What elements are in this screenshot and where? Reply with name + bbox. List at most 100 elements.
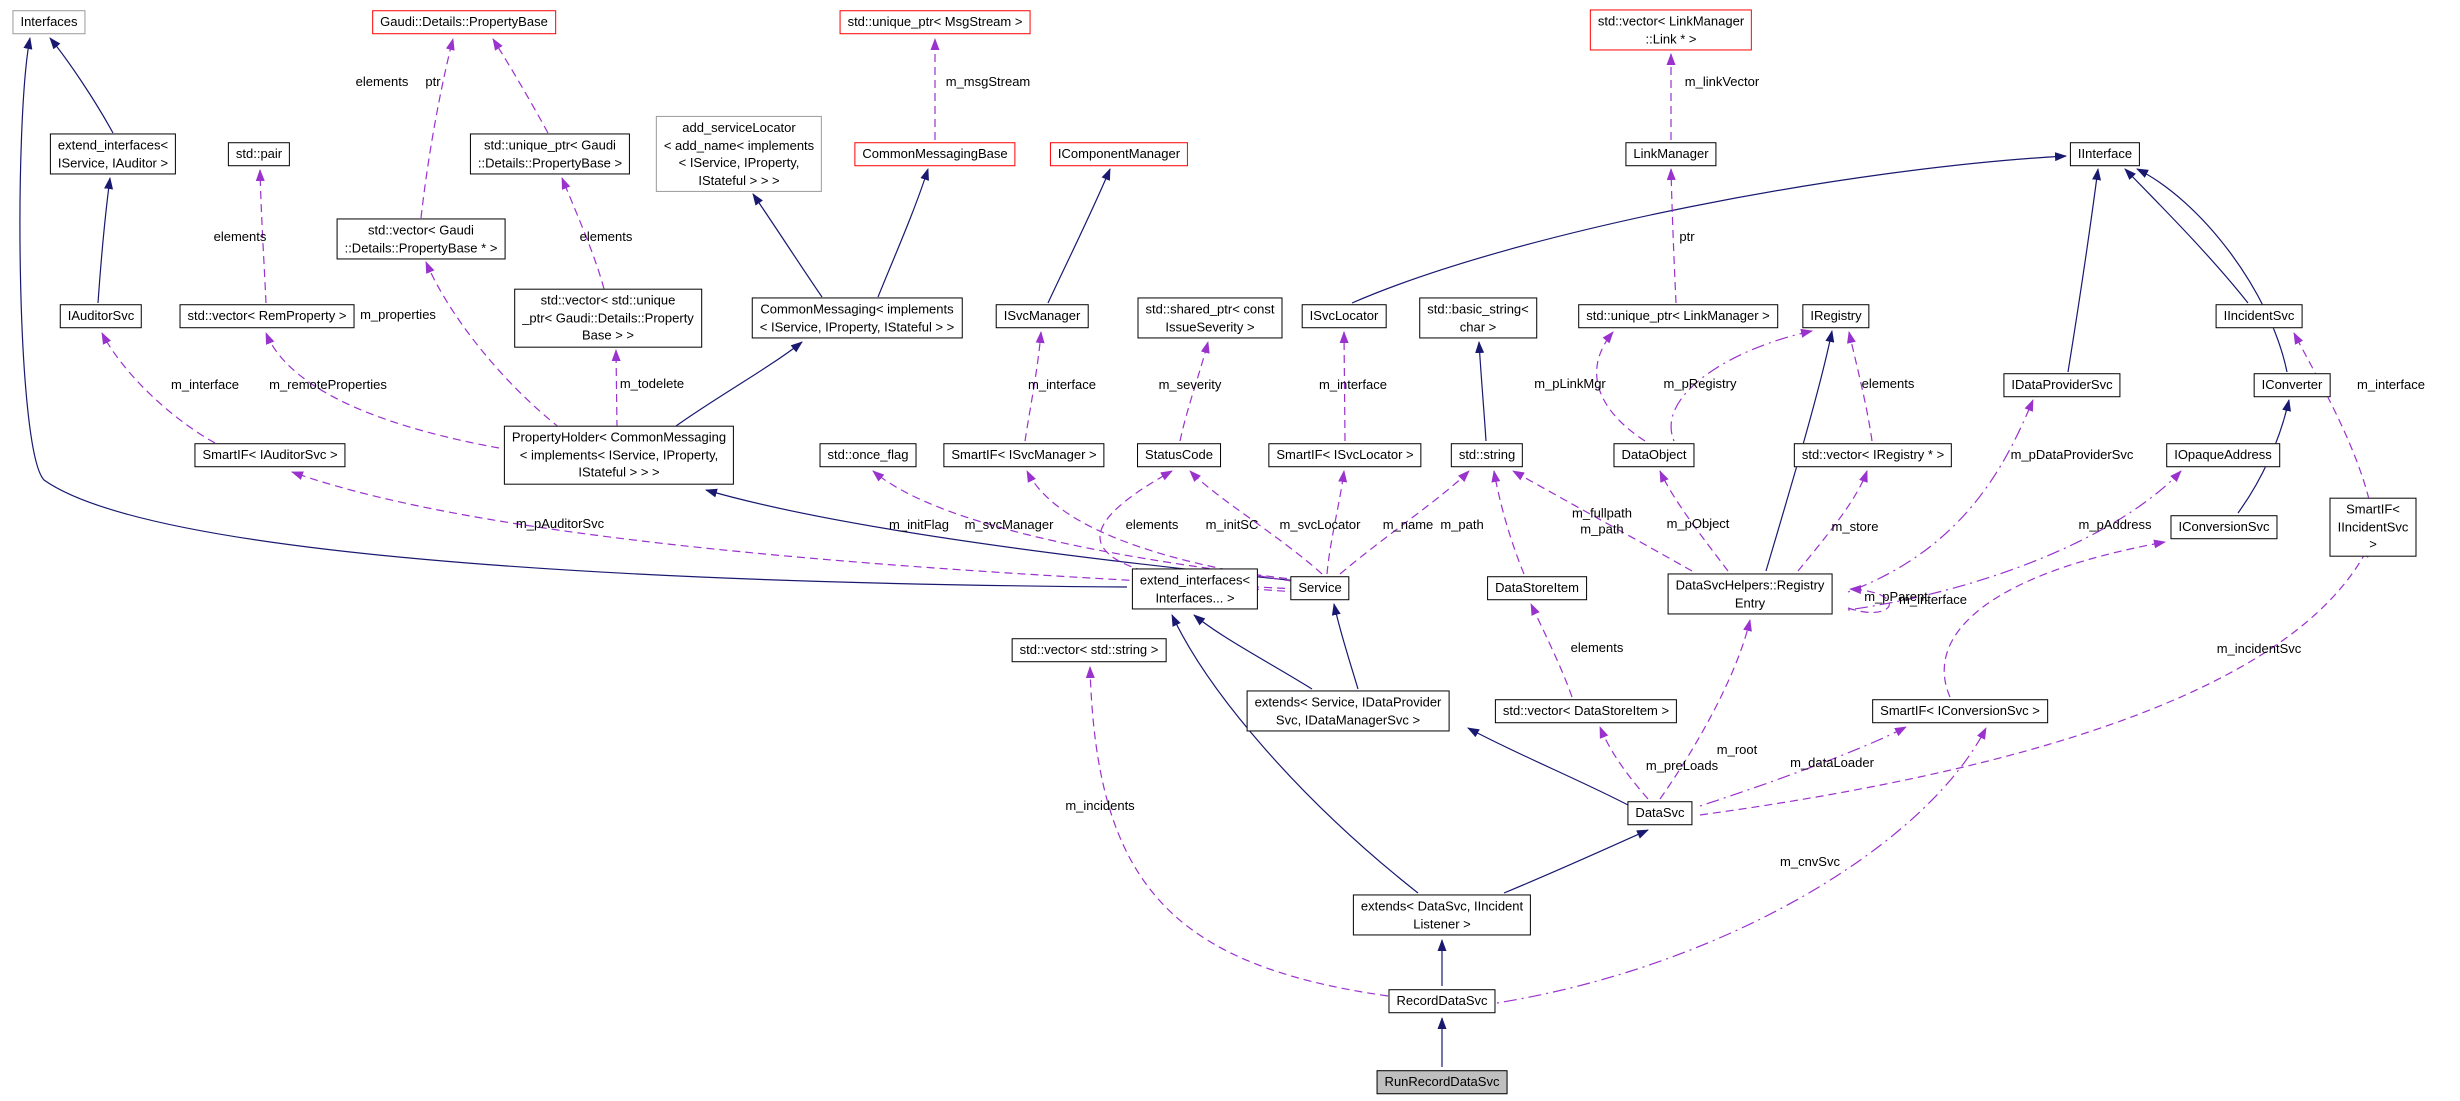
edge-service-to-propertyholder xyxy=(705,488,1299,582)
edge-idataprovidersvc-to-iinterface xyxy=(2067,168,2102,373)
edge-label-m-todelete: m_todelete xyxy=(619,376,685,392)
edge-label-vector-datastoreitem-elements: elements xyxy=(1570,640,1624,656)
class-node-datasvchelpers-registryentry[interactable]: DataSvcHelpers::Registry Entry xyxy=(1667,573,1833,615)
edge-smartif-iauditorsvc-m-interface xyxy=(101,332,216,444)
edge-vector-iregistry-elements xyxy=(1847,331,1873,442)
edge-label-smartif-iauditorsvc-m-interface: m_interface xyxy=(171,377,239,393)
edge-m-remoteproperties xyxy=(265,332,500,449)
class-node-service[interactable]: Service xyxy=(1290,576,1350,600)
edge-m-preloads xyxy=(1599,726,1649,800)
edge-label-vector-iregistry-elements: elements xyxy=(1861,376,1915,392)
edge-m-store xyxy=(1797,470,1868,572)
edge-label-m-pregistry: m_pRegistry xyxy=(1663,376,1737,392)
class-node-extends-service-idataprovidersvc[interactable]: extends< Service, IDataProvider Svc, IDa… xyxy=(1246,690,1450,732)
class-node-commonmessaging-implements[interactable]: CommonMessaging< implements < IService, … xyxy=(751,297,963,339)
edge-smartif-iincidentsvc-m-interface xyxy=(2293,332,2373,513)
class-node-unique-ptr-gaudi-propertybase[interactable]: std::unique_ptr< Gaudi ::Details::Proper… xyxy=(469,133,631,175)
edge-label-m-pauditorsvc: m_pAuditorSvc xyxy=(515,516,605,532)
class-node-statuscode[interactable]: StatusCode xyxy=(1137,443,1221,467)
class-node-vector-remproperty[interactable]: std::vector< RemProperty > xyxy=(179,304,355,328)
class-node-datastoreitem[interactable]: DataStoreItem xyxy=(1487,576,1587,600)
edge-unique-ptr-pb-ptr xyxy=(492,38,549,134)
edge-extends-datasvc-to-datasvc xyxy=(1503,829,1649,894)
edge-extends-service-to-service xyxy=(1331,603,1359,690)
edge-label-unique-ptr-pb-ptr: ptr xyxy=(425,74,441,90)
edge-datasvc-to-extends-service xyxy=(1467,727,1629,806)
class-node-propertyholder[interactable]: PropertyHolder< CommonMessaging < implem… xyxy=(503,425,735,485)
class-node-commonmessagingbase[interactable]: CommonMessagingBase xyxy=(854,142,1016,166)
class-node-basic-string-char[interactable]: std::basic_string< char > xyxy=(1419,297,1537,339)
edge-label-m-root: m_root xyxy=(1716,742,1758,758)
class-node-std-pair[interactable]: std::pair xyxy=(227,142,291,166)
edge-label-m-name: m_name xyxy=(1382,517,1434,533)
class-node-vector-datastoreitem[interactable]: std::vector< DataStoreItem > xyxy=(1494,699,1678,723)
edge-m-plinkmgr xyxy=(1596,331,1646,442)
edge-label-m-severity: m_severity xyxy=(1158,377,1222,393)
edge-label-m-pparent: m_pParent xyxy=(1864,589,1928,605)
edge-isvclocator-to-iinterface xyxy=(1351,152,2067,304)
edge-label-m-pdataprovidersvc: m_pDataProviderSvc xyxy=(2010,447,2134,463)
edge-label-m-svcmanager: m_svcManager xyxy=(964,517,1054,533)
edge-label-m-fullpath-m-path: m_fullpath m_path xyxy=(1572,505,1632,536)
edge-m-pparent xyxy=(1847,585,1890,613)
edge-m-pregistry xyxy=(1670,328,1813,442)
class-node-iauditorsvc[interactable]: IAuditorSvc xyxy=(59,304,143,328)
edge-label-m-svclocator: m_svcLocator xyxy=(1279,517,1361,533)
class-node-recorddatasvc[interactable]: RecordDataSvc xyxy=(1388,989,1496,1013)
class-node-smartif-iauditorsvc[interactable]: SmartIF< IAuditorSvc > xyxy=(194,443,346,467)
edge-label-m-msgstream: m_msgStream xyxy=(945,74,1031,90)
class-node-isvclocator[interactable]: ISvcLocator xyxy=(1301,304,1387,328)
edge-label-m-incidents: m_incidents xyxy=(1065,798,1135,814)
class-node-iregistry[interactable]: IRegistry xyxy=(1802,304,1870,328)
class-node-iinterface[interactable]: IInterface xyxy=(2069,142,2141,166)
class-node-runrecorddatasvc: RunRecordDataSvc xyxy=(1376,1070,1508,1094)
class-node-linkmanager[interactable]: LinkManager xyxy=(1625,142,1717,166)
class-node-iincidentsvc[interactable]: IIncidentSvc xyxy=(2215,304,2303,328)
edge-label-smartif-iconversionsvc-m-interface: m_interface xyxy=(1899,592,1967,608)
edge-label-unique-ptr-linkmanager-ptr: ptr xyxy=(1679,229,1695,245)
class-node-idataprovidersvc[interactable]: IDataProviderSvc xyxy=(2003,373,2121,397)
class-node-iconverter[interactable]: IConverter xyxy=(2253,373,2331,397)
class-node-shared-ptr-issueseverity[interactable]: std::shared_ptr< const IssueSeverity > xyxy=(1137,297,1283,339)
edge-m-incidents xyxy=(1085,666,1389,997)
class-node-vector-linkmanager-link[interactable]: std::vector< LinkManager ::Link * > xyxy=(1589,9,1753,51)
class-node-smartif-isvclocator[interactable]: SmartIF< ISvcLocator > xyxy=(1268,443,1422,467)
edge-label-m-plinkmgr: m_pLinkMgr xyxy=(1534,376,1606,392)
edge-label-m-properties: m_properties xyxy=(360,307,436,323)
class-node-smartif-iincidentsvc[interactable]: SmartIF< IIncidentSvc > xyxy=(2329,497,2417,557)
class-node-vector-gaudi-propertybase-ptr[interactable]: std::vector< Gaudi ::Details::PropertyBa… xyxy=(336,218,506,260)
edge-m-svclocator xyxy=(1326,470,1348,575)
edge-label-m-initsc: m_initSC xyxy=(1205,517,1259,533)
class-node-dataobject[interactable]: DataObject xyxy=(1613,443,1695,467)
class-node-iopaqueaddress[interactable]: IOpaqueAddress xyxy=(2166,443,2280,467)
class-node-extend-interfaces-iservice-iauditor[interactable]: extend_interfaces< IService, IAuditor > xyxy=(49,133,177,175)
edge-m-todelete xyxy=(611,349,621,429)
class-node-std-string[interactable]: std::string xyxy=(1450,443,1524,467)
class-node-extends-datasvc-iincidentlistener[interactable]: extends< DataSvc, IIncident Listener > xyxy=(1352,894,1532,936)
class-node-extend-interfaces-interfaces[interactable]: extend_interfaces< Interfaces... > xyxy=(1131,568,1259,610)
class-node-datasvc[interactable]: DataSvc xyxy=(1627,801,1693,825)
edge-m-name xyxy=(1339,470,1470,575)
class-node-once-flag[interactable]: std::once_flag xyxy=(819,443,917,467)
class-node-vector-std-string[interactable]: std::vector< std::string > xyxy=(1011,638,1167,662)
class-node-unique-ptr-linkmanager[interactable]: std::unique_ptr< LinkManager > xyxy=(1578,304,1778,328)
class-node-smartif-isvcmanager[interactable]: SmartIF< ISvcManager > xyxy=(943,443,1105,467)
edge-m-path xyxy=(1491,470,1525,575)
class-node-vector-unique-ptr-propertybase[interactable]: std::vector< std::unique _ptr< Gaudi::De… xyxy=(514,288,702,348)
class-node-gaudi-details-propertybase[interactable]: Gaudi::Details::PropertyBase xyxy=(372,10,556,34)
class-node-icomponentmanager[interactable]: IComponentManager xyxy=(1049,142,1189,166)
class-node-smartif-iconversionsvc[interactable]: SmartIF< IConversionSvc > xyxy=(1872,699,2048,723)
edge-m-pdataprovidersvc xyxy=(1847,399,2034,593)
edge-label-m-linkvector: m_linkVector xyxy=(1684,74,1760,90)
class-node-isvcmanager[interactable]: ISvcManager xyxy=(995,304,1089,328)
edge-m-svcmanager xyxy=(1026,470,1306,584)
edge-registryentry-to-iregistry xyxy=(1765,330,1835,572)
edge-propertyholder-to-commonmessaging xyxy=(675,341,803,427)
class-node-interfaces: Interfaces xyxy=(12,10,86,34)
edge-label-vector-pb-elements: elements xyxy=(355,74,409,90)
edge-m-pobject xyxy=(1659,470,1729,572)
class-node-vector-iregistry-ptr[interactable]: std::vector< IRegistry * > xyxy=(1793,443,1953,467)
class-node-iconversionsvc[interactable]: IConversionSvc xyxy=(2170,515,2278,539)
class-node-unique-ptr-msgstream[interactable]: std::unique_ptr< MsgStream > xyxy=(839,10,1031,34)
edge-label-m-dataloader: m_dataLoader xyxy=(1790,755,1874,771)
